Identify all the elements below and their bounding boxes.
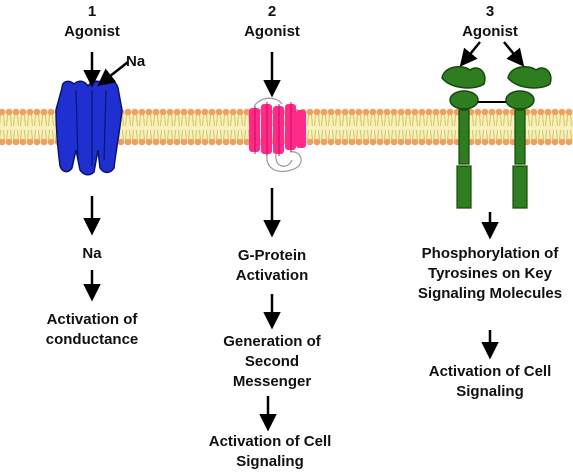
- column-3-step-2: Activation of Cell Signaling: [422, 362, 558, 402]
- column-2-number: 2: [252, 2, 292, 22]
- na-ion-label: Na: [126, 52, 166, 72]
- column-1-agonist-label: Agonist: [42, 22, 142, 42]
- ion-channel: [56, 81, 122, 175]
- column-3-number: 3: [470, 2, 510, 22]
- column-1-step-1: Na: [52, 244, 132, 264]
- column-3-agonist-label: Agonist: [440, 22, 540, 42]
- column-3-step-1: Phosphorylation of Tyrosines on Key Sign…: [408, 244, 572, 304]
- column-2-agonist-label: Agonist: [222, 22, 322, 42]
- column-1-number: 1: [72, 2, 112, 22]
- agonist-arrow-3b: [504, 42, 522, 64]
- column-1-step-2: Activation of conductance: [22, 310, 162, 350]
- column-2-step-1: G-Protein Activation: [212, 246, 332, 286]
- column-2-step-2: Generation of Second Messenger: [210, 332, 334, 392]
- agonist-arrow-3a: [462, 42, 480, 64]
- column-2-step-3: Activation of Cell Signaling: [196, 432, 344, 472]
- na-arrow-in: [100, 62, 128, 84]
